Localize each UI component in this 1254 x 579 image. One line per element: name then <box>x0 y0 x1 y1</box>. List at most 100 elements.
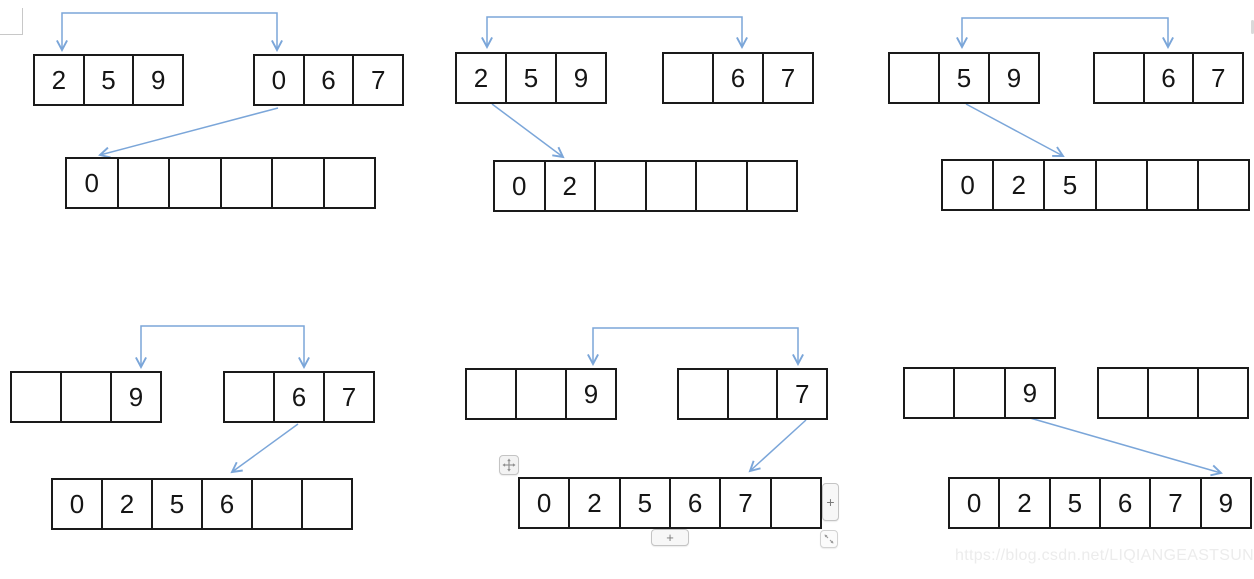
array-cell[interactable]: 6 <box>273 373 323 421</box>
copy-value-arrow <box>100 107 279 155</box>
merged-array: 0 <box>65 157 376 209</box>
array-cell[interactable]: 0 <box>512 171 527 201</box>
array-cell[interactable] <box>225 373 273 421</box>
array-cell[interactable] <box>1095 54 1143 102</box>
compare-bracket-arrow <box>962 17 1168 47</box>
array-cell[interactable]: 9 <box>555 54 605 102</box>
array-cell[interactable] <box>664 54 712 102</box>
array-cell[interactable] <box>695 162 746 210</box>
array-cell[interactable]: 2 <box>51 65 67 95</box>
source-array-left: 5 9 <box>888 52 1040 104</box>
array-cell[interactable] <box>1145 161 1197 209</box>
array-cell[interactable]: 9 <box>110 373 160 421</box>
array-cell[interactable]: 7 <box>1149 479 1199 527</box>
array-cell[interactable]: 2 <box>101 480 151 528</box>
merged-array: 0 2 5 6 <box>51 478 353 530</box>
array-cell[interactable]: 2 <box>998 479 1048 527</box>
array-cell[interactable]: 7 <box>1192 54 1242 102</box>
array-cell[interactable]: 6 <box>201 480 251 528</box>
array-cell[interactable] <box>953 369 1003 417</box>
array-cell[interactable]: 6 <box>712 54 762 102</box>
add-column-button[interactable]: + <box>822 483 839 521</box>
source-array-right <box>1097 367 1249 419</box>
copy-value-arrow <box>965 103 1063 156</box>
array-cell[interactable] <box>515 370 565 418</box>
array-cell[interactable]: 6 <box>302 56 353 104</box>
array-cell[interactable]: 2 <box>473 63 489 93</box>
array-cell[interactable] <box>1099 369 1147 417</box>
plus-icon: + <box>826 494 835 510</box>
array-cell[interactable] <box>219 159 272 207</box>
array-cell[interactable]: 2 <box>992 161 1043 209</box>
array-cell[interactable] <box>116 159 169 207</box>
array-cell[interactable]: 2 <box>568 479 618 527</box>
array-cell[interactable]: 5 <box>938 54 988 102</box>
array-cell[interactable] <box>1147 369 1197 417</box>
source-array-left: 2 5 9 <box>33 54 184 106</box>
source-array-left: 2 5 9 <box>455 52 607 104</box>
array-cell[interactable] <box>679 370 727 418</box>
array-cell[interactable]: 0 <box>960 170 975 200</box>
array-cell[interactable] <box>301 480 351 528</box>
array-cell[interactable]: 7 <box>323 373 373 421</box>
array-cell[interactable] <box>251 480 301 528</box>
array-cell[interactable]: 9 <box>132 56 182 104</box>
array-cell[interactable] <box>905 369 953 417</box>
array-cell[interactable]: 0 <box>69 489 85 519</box>
array-cell[interactable] <box>1196 161 1248 209</box>
array-cell[interactable]: 7 <box>719 479 769 527</box>
array-cell[interactable]: 2 <box>543 162 595 210</box>
array-cell[interactable]: 9 <box>1003 369 1054 417</box>
array-cell[interactable] <box>890 54 938 102</box>
array-cell[interactable]: 5 <box>1048 479 1099 527</box>
array-cell[interactable]: 0 <box>271 65 287 95</box>
array-cell[interactable] <box>594 162 645 210</box>
array-cell[interactable]: 5 <box>82 56 133 104</box>
source-array-right: 7 <box>677 368 828 420</box>
array-cell[interactable]: 6 <box>1142 54 1193 102</box>
scrollbar-sliver <box>1251 20 1254 34</box>
array-cell[interactable]: 9 <box>988 54 1038 102</box>
array-cell[interactable] <box>1197 369 1247 417</box>
array-cell[interactable]: 6 <box>1098 479 1149 527</box>
add-row-button[interactable]: + <box>651 529 689 546</box>
array-cell[interactable]: 5 <box>1043 161 1094 209</box>
array-cell[interactable] <box>12 373 60 421</box>
array-cell[interactable]: 6 <box>668 479 719 527</box>
array-cell[interactable]: 7 <box>352 56 402 104</box>
array-cell[interactable] <box>467 370 515 418</box>
array-cell[interactable]: 9 <box>1199 479 1250 527</box>
merged-array: 0 2 5 <box>941 159 1250 211</box>
copy-value-arrow <box>750 419 807 471</box>
array-cell[interactable]: 0 <box>966 488 982 518</box>
array-cell[interactable]: 7 <box>776 370 826 418</box>
array-cell[interactable] <box>60 373 110 421</box>
array-cell[interactable] <box>769 479 820 527</box>
compare-bracket-arrow <box>487 16 742 47</box>
compare-bracket-arrow <box>593 327 798 364</box>
array-cell[interactable] <box>1094 161 1146 209</box>
array-cell[interactable] <box>168 159 220 207</box>
array-cell[interactable] <box>726 370 777 418</box>
array-cell[interactable]: 5 <box>618 479 669 527</box>
array-cell[interactable] <box>745 162 797 210</box>
source-array-right: 6 7 <box>662 52 814 104</box>
array-cell[interactable]: 5 <box>505 54 555 102</box>
move-icon <box>502 458 516 472</box>
table-resize-handle[interactable] <box>820 530 838 548</box>
array-cell[interactable] <box>322 159 375 207</box>
merged-array: 0 2 <box>493 160 798 212</box>
compare-bracket-arrow <box>141 325 304 367</box>
array-cell[interactable]: 0 <box>536 488 552 518</box>
array-cell[interactable]: 7 <box>762 54 812 102</box>
array-cell[interactable] <box>271 159 323 207</box>
source-array-right: 6 7 <box>1093 52 1244 104</box>
merged-array: 0 2 5 6 7 <box>518 477 822 529</box>
array-cell[interactable]: 9 <box>565 370 615 418</box>
table-move-handle[interactable] <box>499 455 519 475</box>
array-cell[interactable]: 5 <box>151 480 201 528</box>
array-cell[interactable]: 0 <box>84 168 99 198</box>
plus-icon: + <box>666 530 674 545</box>
array-cell[interactable] <box>644 162 696 210</box>
